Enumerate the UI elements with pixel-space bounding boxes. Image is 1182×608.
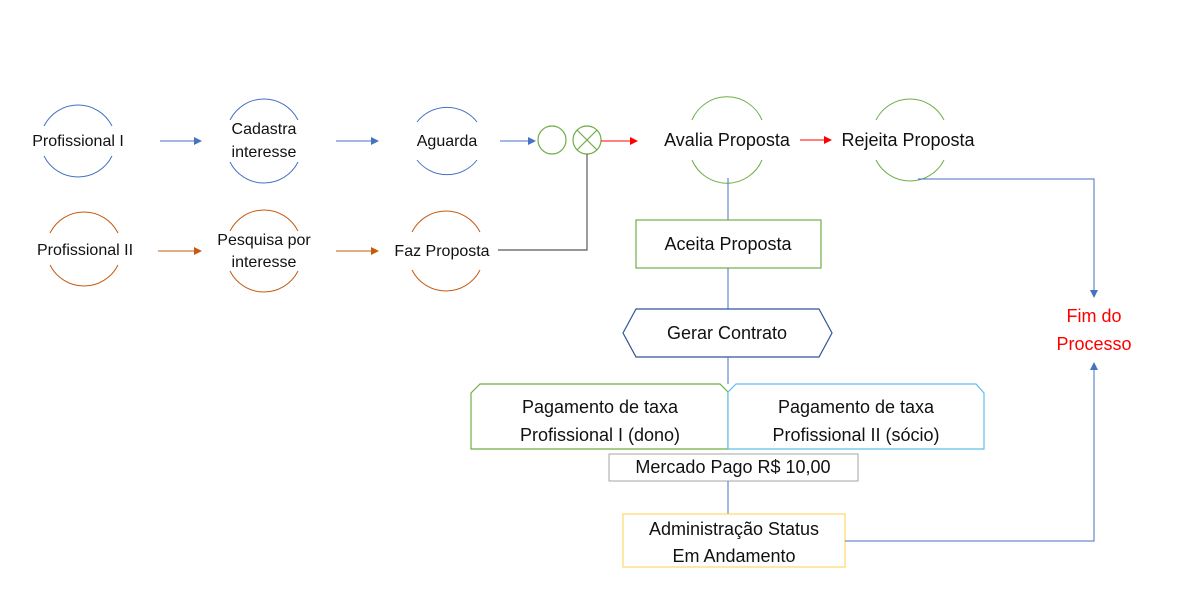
pagamento-2-line1: Pagamento de taxa xyxy=(778,397,935,417)
node-avalia-proposta: Avalia Proposta xyxy=(664,96,791,184)
node-pagamento-profissional-1: Pagamento de taxa Profissional I (dono) xyxy=(470,383,729,450)
node-administracao-status: Administração Status Em Andamento xyxy=(622,513,846,568)
profissional-2-label: Profissional II xyxy=(37,242,133,259)
node-pesquisa-interesse: Pesquisa por interesse xyxy=(217,209,311,293)
node-pagamento-profissional-2: Pagamento de taxa Profissional II (sócio… xyxy=(727,383,985,450)
admin-line2: Em Andamento xyxy=(672,546,795,566)
node-cadastra-interesse: Cadastra interesse xyxy=(229,98,299,184)
admin-line1: Administração Status xyxy=(649,519,819,539)
connector-faz-gateway xyxy=(498,154,588,251)
connector-rejeita-fim xyxy=(918,178,1098,298)
node-faz-proposta: Faz Proposta xyxy=(394,210,490,292)
node-mercado-pago: Mercado Pago R$ 10,00 xyxy=(608,453,859,482)
node-gerar-contrato: Gerar Contrato xyxy=(622,308,833,358)
pesquisa-label-line1: Pesquisa por xyxy=(217,232,311,249)
mercado-pago-label: Mercado Pago R$ 10,00 xyxy=(635,457,830,477)
faz-proposta-label: Faz Proposta xyxy=(394,243,489,260)
aceita-label: Aceita Proposta xyxy=(664,234,792,254)
gateway-x-circle xyxy=(572,125,602,155)
pagamento-1-line2: Profissional I (dono) xyxy=(520,425,680,445)
fim-line1: Fim do xyxy=(1066,306,1121,326)
fim-line2: Processo xyxy=(1056,334,1131,354)
rejeita-label: Rejeita Proposta xyxy=(841,130,975,150)
connector-admin-fim xyxy=(845,362,1098,542)
gerar-contrato-label: Gerar Contrato xyxy=(667,323,787,343)
node-aceita-proposta: Aceita Proposta xyxy=(635,219,822,269)
start-event-circle xyxy=(537,125,567,155)
aguarda-label: Aguarda xyxy=(417,133,478,150)
pesquisa-label-line2: interesse xyxy=(232,254,297,271)
profissional-1-label: Profissional I xyxy=(32,133,124,150)
pagamento-2-line2: Profissional II (sócio) xyxy=(772,425,939,445)
node-profissional-2: Profissional II xyxy=(37,211,133,287)
cadastra-label-line2: interesse xyxy=(232,144,297,161)
node-aguarda: Aguarda xyxy=(416,106,478,176)
cadastra-label-line1: Cadastra xyxy=(232,121,297,138)
node-profissional-1: Profissional I xyxy=(32,104,124,178)
avalia-label: Avalia Proposta xyxy=(664,130,791,150)
node-rejeita-proposta: Rejeita Proposta xyxy=(841,98,976,182)
pagamento-1-line1: Pagamento de taxa xyxy=(522,397,679,417)
node-fim-do-processo: Fim do Processo xyxy=(1056,306,1131,354)
